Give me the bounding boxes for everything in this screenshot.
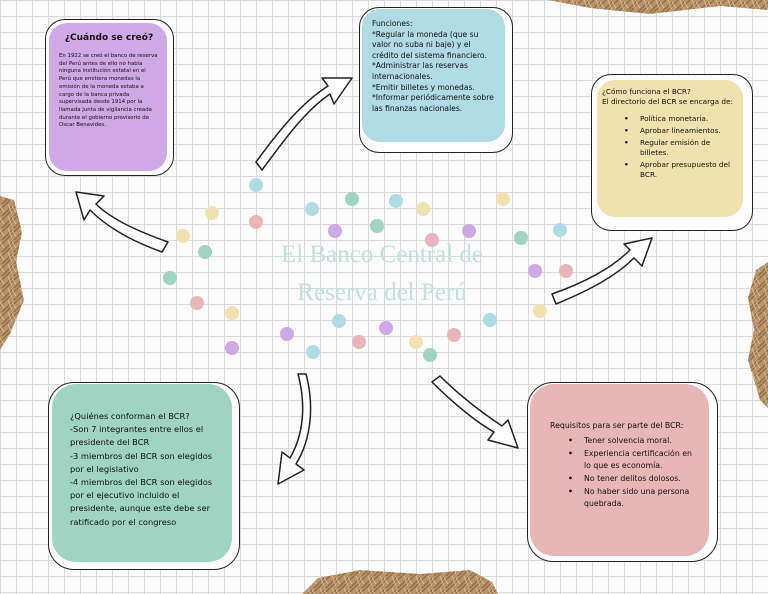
dot <box>249 178 263 192</box>
functions-line: *Informar periódicamente sobre las finan… <box>372 93 499 114</box>
functions-line: *Emitir billetes y monedas. <box>372 83 499 94</box>
dot <box>305 202 319 216</box>
dot <box>332 314 346 328</box>
dot <box>225 306 239 320</box>
requirements-heading: Requisitos para ser parte del BCR: <box>550 420 701 432</box>
arrow-to-creation <box>76 192 168 252</box>
functions-line: *Regular la moneda (que su valor no suba… <box>372 30 499 62</box>
members-line: -Son 7 integrantes entre ellos el presid… <box>70 423 224 449</box>
dot <box>280 327 294 341</box>
members-line: ¿Quiénes conforman el BCR? <box>70 410 224 423</box>
requirements-item: Experiencia certificación en lo que es e… <box>584 448 701 472</box>
dot <box>352 335 366 349</box>
dot <box>176 229 190 243</box>
creation-card: ¿Cuándo se creó? En 1922 se creó el banc… <box>49 23 167 171</box>
dot <box>163 271 177 285</box>
dot <box>483 313 497 327</box>
creation-heading: ¿Cuándo se creó? <box>59 33 159 43</box>
dot <box>198 245 212 259</box>
dot <box>447 328 461 342</box>
members-line: -3 miembros del BCR son elegidos por el … <box>70 450 224 476</box>
dot <box>389 194 403 208</box>
dot <box>306 345 320 359</box>
dot <box>559 264 573 278</box>
dot <box>416 202 430 216</box>
dot <box>514 231 528 245</box>
requirements-item: No tener delitos dolosos. <box>584 473 701 485</box>
functions-card: Funciones: *Regular la moneda (que su va… <box>362 9 505 142</box>
dot <box>190 296 204 310</box>
dot <box>533 304 547 318</box>
dot <box>409 335 423 349</box>
how-list: Política monetaria. Aprobar lineamientos… <box>602 114 737 180</box>
dot <box>205 206 219 220</box>
functions-line: Funciones: <box>372 19 499 30</box>
requirements-item: Tener solvencia moral. <box>584 435 701 447</box>
how-item: Política monetaria. <box>640 114 737 124</box>
dot <box>379 321 393 335</box>
title-line-1: El Banco Central de <box>252 236 512 274</box>
creation-body: En 1922 se creó el banco de reserva del … <box>59 53 159 130</box>
members-line: -4 miembros del BCR son elegidos por el … <box>70 476 224 529</box>
dot <box>528 264 542 278</box>
how-item: Regular emisión de billetes. <box>640 138 737 158</box>
requirements-card: Requisitos para ser parte del BCR: Tener… <box>530 384 709 556</box>
dot <box>225 341 239 355</box>
how-item: Aprobar presupuesto del BCR. <box>640 160 737 180</box>
title-line-2: Reserva del Perú <box>252 274 512 312</box>
dot <box>345 192 359 206</box>
dot <box>249 215 263 229</box>
arrow-to-functions <box>256 78 352 170</box>
how-card: ¿Cómo funciona el BCR? El directorio del… <box>597 80 743 217</box>
functions-line: *Administrar las reservas internacionale… <box>372 61 499 82</box>
arrow-to-members <box>278 374 311 484</box>
members-card: ¿Quiénes conforman el BCR? -Son 7 integr… <box>52 384 232 562</box>
requirements-item: No haber sido una persona quebrada. <box>584 486 701 510</box>
arrow-to-requirements <box>432 376 518 448</box>
dot <box>370 219 384 233</box>
central-title: El Banco Central de Reserva del Perú <box>252 236 512 312</box>
dot <box>553 223 567 237</box>
dot <box>423 348 437 362</box>
requirements-list: Tener solvencia moral. Experiencia certi… <box>550 435 701 510</box>
how-heading: ¿Cómo funciona el BCR? <box>602 87 737 97</box>
how-item: Aprobar lineamientos. <box>640 126 737 136</box>
dot <box>496 192 510 206</box>
how-intro: El directorio del BCR se encarga de: <box>602 97 737 107</box>
